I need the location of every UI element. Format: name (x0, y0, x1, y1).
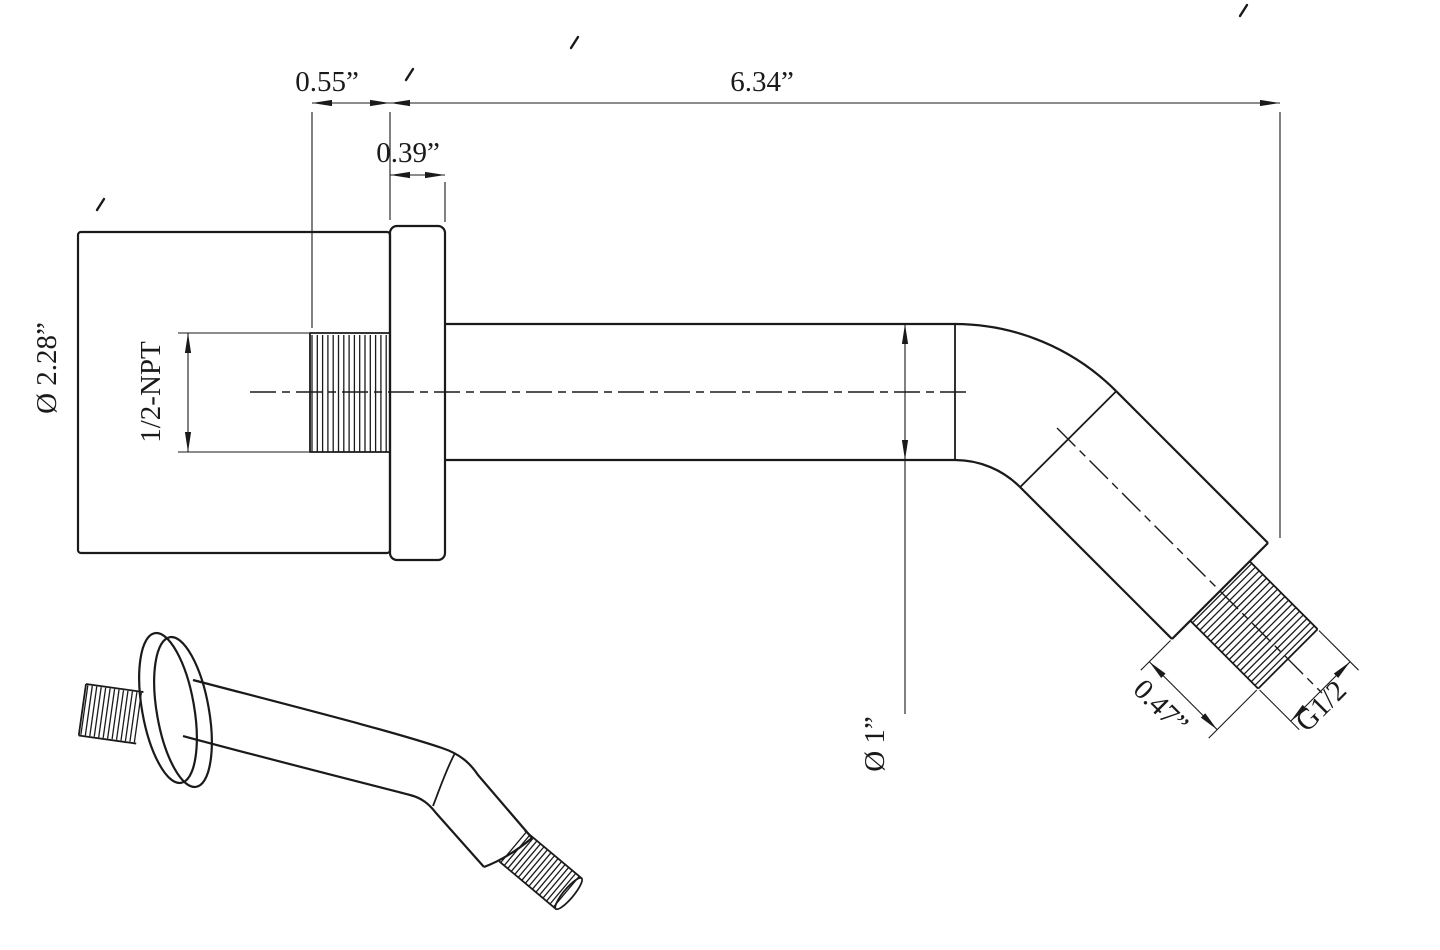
tick-marks (95, 3, 1249, 212)
dim-pipe-diameter: Ø 1” (859, 324, 909, 772)
dim-flange-diameter-label: Ø 2.28” (31, 322, 63, 414)
centerline-angled (1056, 427, 1323, 694)
dim-pipe-diameter-label: Ø 1” (859, 716, 891, 772)
dim-wall-thread-label: 1/2-NPT (135, 341, 167, 443)
flange-lip (388, 224, 447, 562)
tick-mark (1238, 3, 1249, 18)
angled-top-edge (1115, 390, 1269, 544)
iso-wall-thread (77, 683, 144, 745)
dim-flange-depth: 0.39” (376, 112, 446, 222)
iso-arm (182, 678, 533, 869)
dim-offset-label: 0.55” (295, 66, 359, 98)
dim-thread-length-label: 0.47” (1127, 673, 1195, 741)
dim-wall-thread: 1/2-NPT (135, 332, 310, 453)
iso-tip-thread (498, 829, 584, 911)
angled-bottom-edge (1019, 486, 1173, 640)
dim-length: 6.34” (390, 66, 1281, 538)
bend-outer-arc (954, 322, 1117, 392)
iso-flange (138, 631, 213, 789)
tick-mark (95, 197, 106, 212)
bend-inner-arc (954, 458, 1021, 488)
npt-thread (309, 332, 391, 453)
dim-offset: 0.55” (295, 66, 390, 328)
dim-thread-length: 0.47” (1127, 640, 1258, 741)
centerlines (250, 391, 1323, 694)
iso-view (77, 631, 584, 911)
dim-flange-depth-label: 0.39” (376, 137, 440, 169)
dim-length-label: 6.34” (730, 66, 794, 98)
shower-arm-pipe (445, 322, 1269, 640)
tick-mark (569, 35, 580, 50)
main-view: 0.55” 6.34” 0.39” Ø 2.28” 1/2-NPT (31, 66, 1359, 772)
tick-mark (404, 67, 415, 82)
dim-flange-diameter: Ø 2.28” (31, 322, 63, 414)
